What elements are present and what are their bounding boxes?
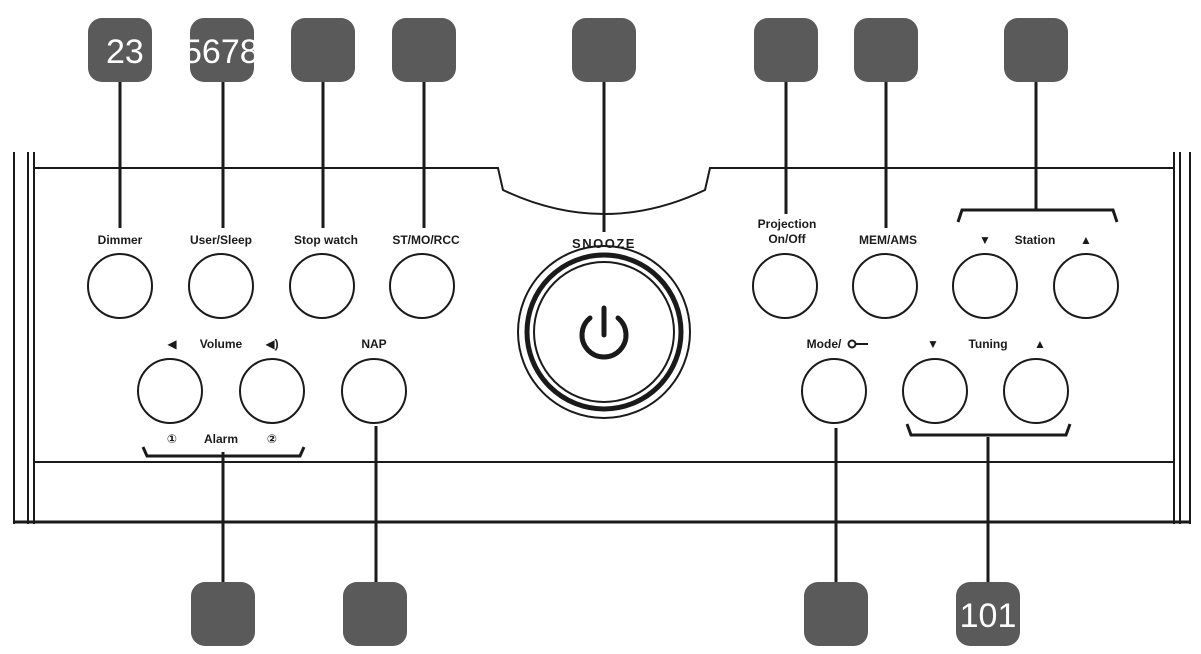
volume-up-alarm2-button[interactable] <box>239 358 305 424</box>
volume-down-alarm1-button[interactable] <box>137 358 203 424</box>
brackets <box>141 208 1119 458</box>
station-label: Station <box>1015 233 1056 247</box>
tuning-up-arrow: ▲ <box>1034 337 1046 351</box>
station-up-arrow: ▲ <box>1080 233 1092 247</box>
stop-watch-label: Stop watch <box>294 233 358 247</box>
nap-label: NAP <box>361 337 386 351</box>
user-sleep-button[interactable] <box>188 253 254 319</box>
station-up-button[interactable] <box>1053 253 1119 319</box>
callout-marker-5 <box>572 18 636 82</box>
snooze-power-button[interactable] <box>517 245 691 419</box>
svg-text:23: 23 <box>106 33 144 71</box>
mode-label: Mode/ <box>807 337 842 351</box>
callout-marker-6 <box>754 18 818 82</box>
mem-ams-label: MEM/AMS <box>859 233 917 247</box>
volume-down-icon: ◀ <box>167 337 177 351</box>
callout-marker-11 <box>804 582 868 646</box>
snooze-label: SNOOZE <box>572 236 636 251</box>
svg-text:101: 101 <box>960 597 1017 635</box>
station-bracket <box>956 208 1119 223</box>
callout-marker-1: 23 <box>88 18 152 82</box>
dimmer-label: Dimmer <box>98 233 143 247</box>
nap-button[interactable] <box>341 358 407 424</box>
callout-marker-7 <box>854 18 918 82</box>
alarm-2-label: ② <box>267 432 277 446</box>
callout-marker-3 <box>291 18 355 82</box>
tuning-down-button[interactable] <box>902 358 968 424</box>
callout-marker-2: 5678 <box>183 18 259 82</box>
tuning-up-button[interactable] <box>1003 358 1069 424</box>
alarm-label: Alarm <box>204 432 238 446</box>
volume-up-icon: ◀) <box>265 337 278 351</box>
callout-marker-9 <box>191 582 255 646</box>
tuning-label: Tuning <box>968 337 1007 351</box>
volume-label: Volume <box>200 337 243 351</box>
mode-lock-button[interactable] <box>801 358 867 424</box>
stop-watch-button[interactable] <box>289 253 355 319</box>
leader-lines <box>118 80 1038 590</box>
tuning-bracket <box>905 423 1072 437</box>
power-icon <box>579 305 629 360</box>
station-down-button[interactable] <box>952 253 1018 319</box>
svg-text:5678: 5678 <box>183 33 259 71</box>
key-icon <box>847 339 868 349</box>
projection-button[interactable] <box>752 253 818 319</box>
projection-label-line2: On/Off <box>768 232 806 246</box>
dimmer-button[interactable] <box>87 253 153 319</box>
callout-gap <box>282 38 291 66</box>
alarm-bracket <box>141 446 306 458</box>
callout-marker-12: 101 <box>956 582 1020 646</box>
callout-marker-8 <box>1004 18 1068 82</box>
tuning-down-arrow: ▼ <box>927 337 939 351</box>
station-down-arrow: ▼ <box>979 233 991 247</box>
projection-label-line1: Projection <box>758 217 817 231</box>
st-mo-rcc-label: ST/MO/RCC <box>392 233 460 247</box>
callout-marker-4 <box>392 18 456 82</box>
callout-marker-10 <box>343 582 407 646</box>
alarm-1-label: ① <box>167 432 177 446</box>
user-sleep-label: User/Sleep <box>190 233 252 247</box>
st-mo-rcc-button[interactable] <box>389 253 455 319</box>
mem-ams-button[interactable] <box>852 253 918 319</box>
